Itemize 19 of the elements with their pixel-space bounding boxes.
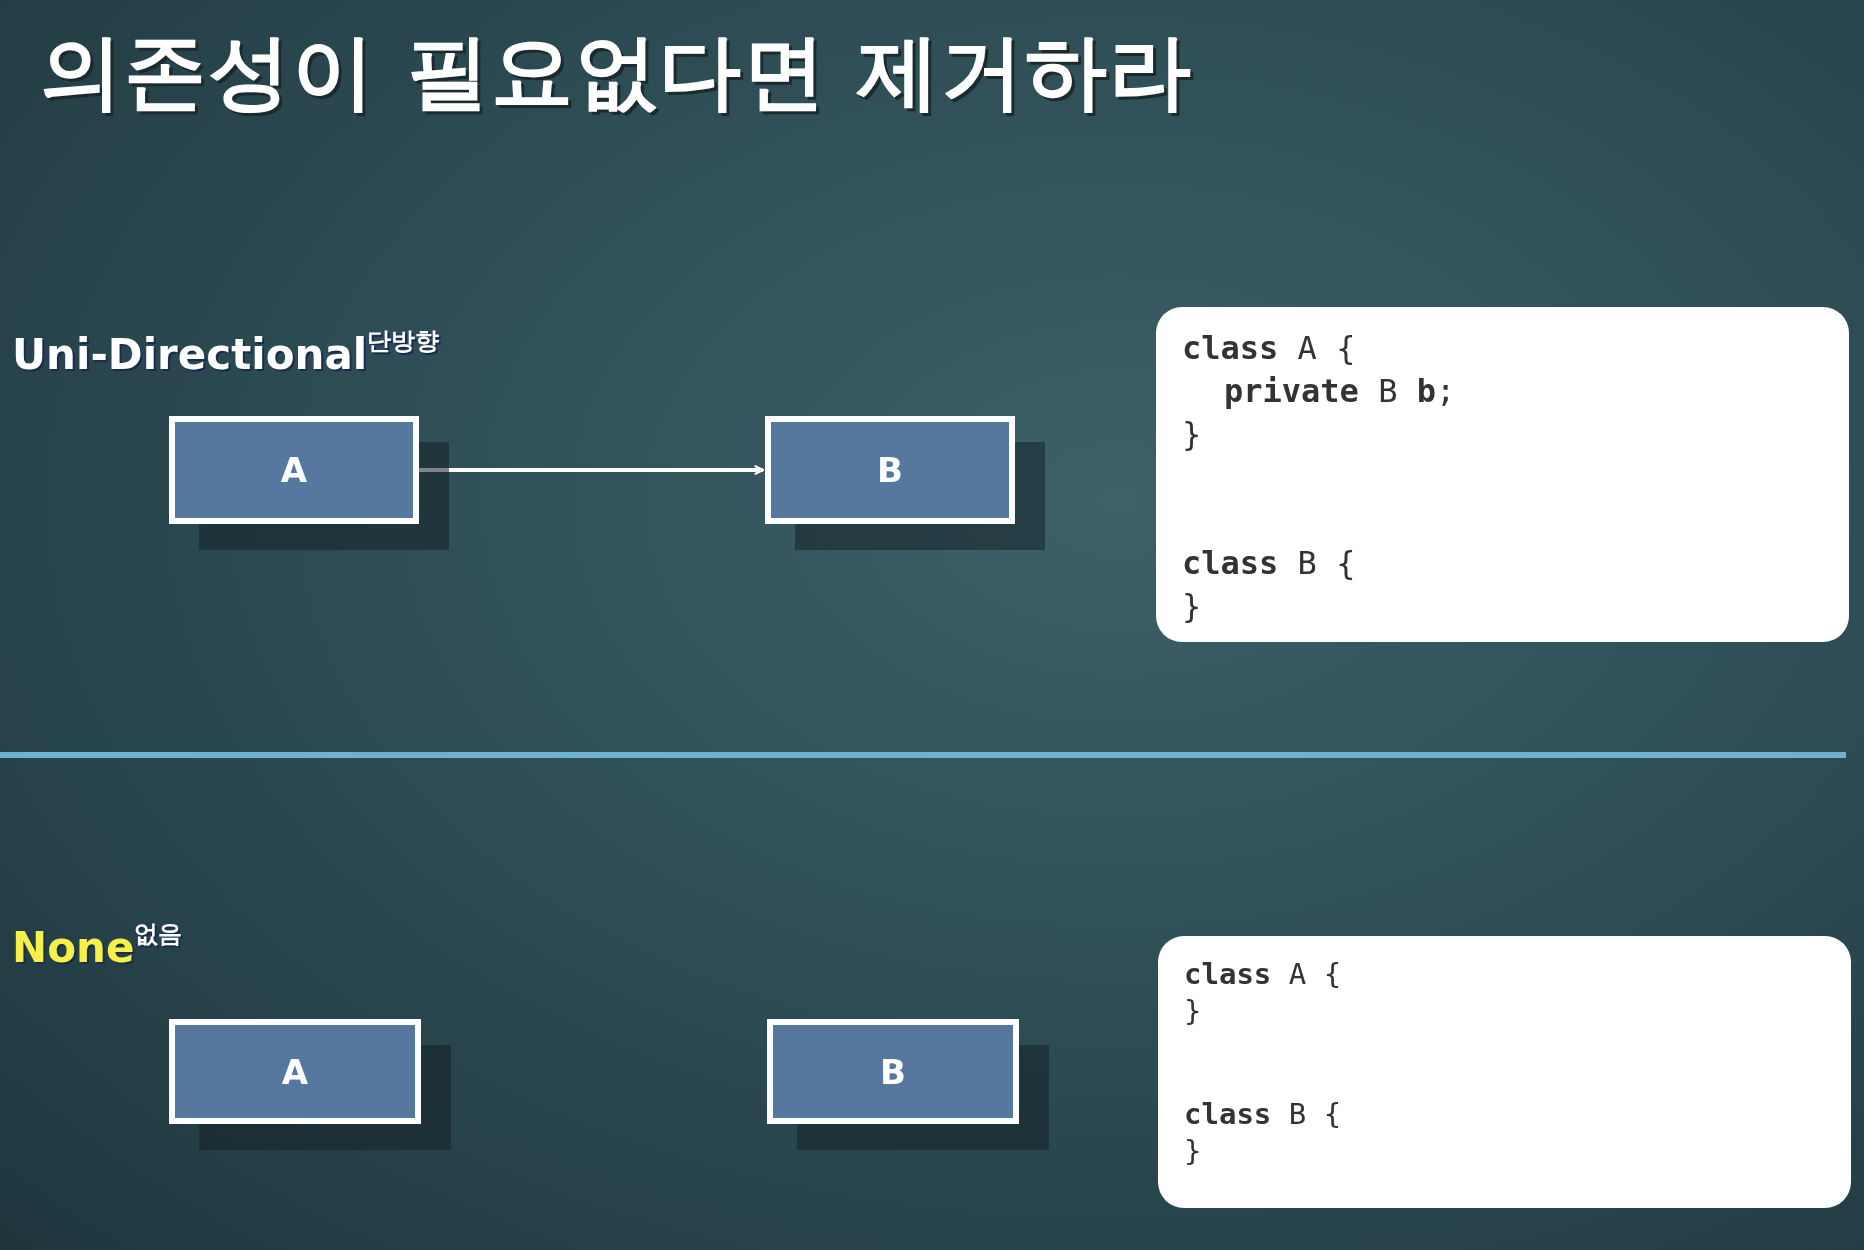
code-card (1156, 307, 1849, 642)
code-line: } (1184, 1133, 1203, 1170)
arrow (419, 464, 765, 476)
code-line: } (1184, 993, 1203, 1030)
class-box: A (169, 1019, 421, 1124)
slide-title: 의존성이 필요없다면 제거하라 (40, 23, 1194, 121)
section-heading: Uni-Directional$^{단방향}$ (12, 326, 440, 379)
code-line: class A { (1184, 956, 1343, 993)
code-line: } (1182, 414, 1203, 455)
class-box: B (767, 1019, 1019, 1124)
section-heading: None$^{없음}$ (12, 919, 183, 972)
class-box: B (765, 416, 1015, 524)
code-card (1158, 936, 1851, 1208)
class-box: A (169, 416, 419, 524)
code-line: private B b; (1223, 371, 1457, 412)
code-line: class B { (1182, 543, 1357, 584)
code-line: class B { (1184, 1096, 1343, 1133)
code-line: } (1182, 586, 1203, 627)
code-line: class A { (1182, 328, 1357, 369)
